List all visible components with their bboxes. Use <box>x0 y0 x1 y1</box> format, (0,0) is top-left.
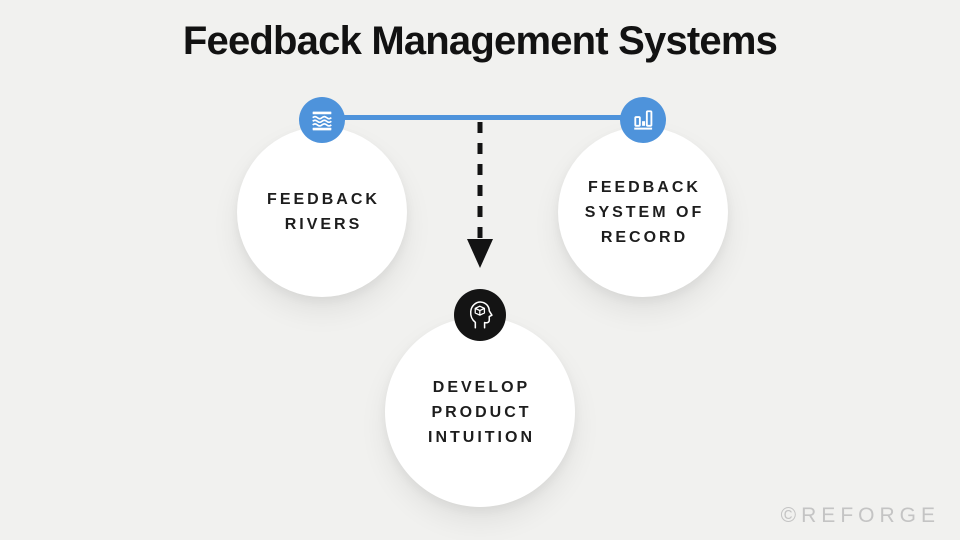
label-line: INTUITION <box>428 428 535 446</box>
node-feedback-system-of-record: FEEDBACK SYSTEM OF RECORD <box>558 127 728 297</box>
waves-icon <box>299 97 345 143</box>
label-line: SYSTEM OF <box>584 203 705 221</box>
label-line: RECORD <box>600 228 689 246</box>
bar-chart-icon <box>620 97 666 143</box>
node-label: FEEDBACK SYSTEM OF RECORD <box>582 175 704 250</box>
label-line: PRODUCT <box>431 403 532 421</box>
node-label: DEVELOP PRODUCT INTUITION <box>425 375 535 450</box>
head-cube-icon <box>454 289 506 341</box>
label-line: FEEDBACK <box>588 178 701 196</box>
label-line: DEVELOP <box>432 378 531 396</box>
reforge-watermark: ©REFORGE <box>780 504 940 527</box>
down-arrow <box>467 122 493 268</box>
connector-line <box>322 115 643 120</box>
label-line: RIVERS <box>284 216 363 233</box>
node-feedback-rivers: FEEDBACK RIVERS <box>237 127 407 297</box>
node-label: FEEDBACK RIVERS <box>264 187 380 237</box>
label-line: FEEDBACK <box>267 191 380 208</box>
page-title: Feedback Management Systems <box>182 19 778 63</box>
node-develop-product-intuition: DEVELOP PRODUCT INTUITION <box>385 317 575 507</box>
